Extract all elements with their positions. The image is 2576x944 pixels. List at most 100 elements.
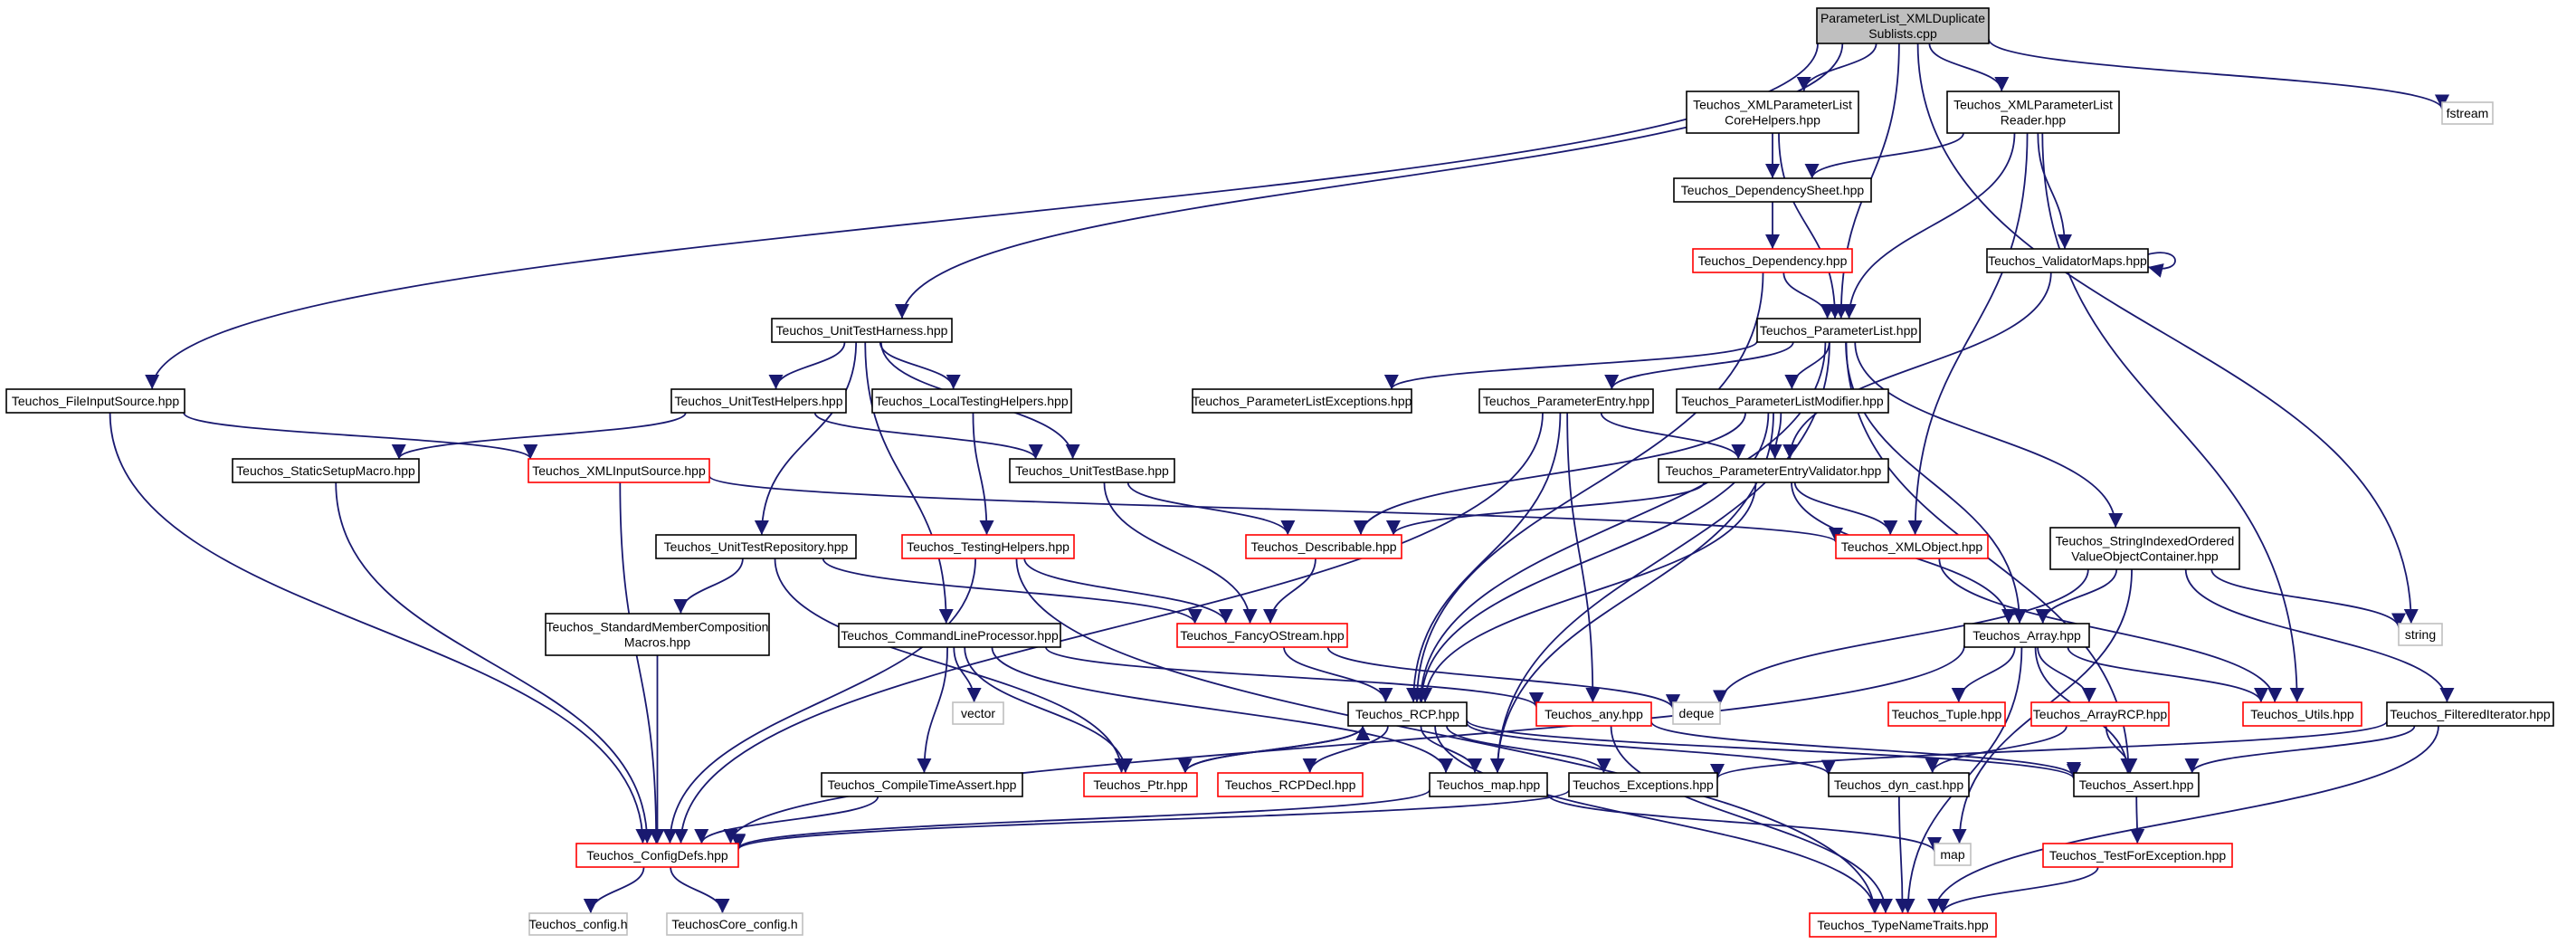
node-dependency[interactable]: Teuchos_Dependency.hpp — [1692, 248, 1853, 273]
node-label: Teuchos_ParameterList.hpp — [1760, 323, 1918, 338]
node-compile-time-assert[interactable]: Teuchos_CompileTimeAssert.hpp — [821, 772, 1023, 797]
node-box — [528, 458, 710, 483]
dependency-edge-dependency-to-parameter_list — [1782, 272, 1835, 319]
dependency-edge-describable-to-fancy_ostream — [1262, 558, 1317, 625]
dependency-edge-array_rcp-to-dyn_cast — [1925, 725, 2067, 774]
node-unit-test-harness[interactable]: Teuchos_UnitTestHarness.hpp — [771, 318, 953, 343]
node-box — [1835, 534, 1989, 559]
dependency-edge-array-to-tuple — [1951, 646, 2016, 703]
node-label: Teuchos_CommandLineProcessor.hpp — [841, 628, 1059, 643]
node-vector: vector — [952, 701, 1004, 725]
node-xml-object[interactable]: Teuchos_XMLObject.hpp — [1835, 534, 1989, 559]
node-array[interactable]: Teuchos_Array.hpp — [1963, 623, 2090, 648]
dependency-edge-parameter_list_modifier-to-rcp — [1414, 412, 1770, 703]
dependency-edge-unit_test_base-to-fancy_ostream — [1103, 482, 1258, 625]
dependency-edge-filtered_iterator-to-type_name_traits — [1926, 725, 2439, 914]
node-box — [545, 613, 770, 656]
node-box — [666, 912, 803, 936]
node-fancy-ostream[interactable]: Teuchos_FancyOStream.hpp — [1176, 623, 1348, 648]
dependency-edge-xml_reader-to-xml_object — [1907, 132, 2029, 536]
node-parameter-entry[interactable]: Teuchos_ParameterEntry.hpp — [1478, 388, 1654, 414]
node-label: deque — [1679, 706, 1715, 720]
node-validator-maps[interactable]: Teuchos_ValidatorMaps.hpp — [1986, 248, 2149, 273]
dependency-edge-unit_test_harness-to-command_line_processor — [864, 341, 954, 625]
node-label: Teuchos_UnitTestRepository.hpp — [664, 539, 849, 554]
node-box — [528, 912, 628, 936]
node-box — [1672, 701, 1721, 725]
node-any[interactable]: Teuchos_any.hpp — [1535, 701, 1652, 727]
node-unit-test-base[interactable]: Teuchos_UnitTestBase.hpp — [1009, 458, 1175, 483]
dependency-edge-file_input_source-to-xml_input_source — [183, 412, 538, 460]
node-exceptions[interactable]: Teuchos_Exceptions.hpp — [1568, 772, 1718, 797]
node-file-input-source[interactable]: Teuchos_FileInputSource.hpp — [5, 388, 185, 414]
node-label: Teuchos_FileInputSource.hpp — [12, 394, 179, 408]
node-box — [1245, 534, 1402, 559]
node-testing-helpers[interactable]: Teuchos_TestingHelpers.hpp — [901, 534, 1075, 559]
dependency-edge-unit_test_harness-to-unit_test_repository — [754, 341, 858, 536]
node-command-line-processor[interactable]: Teuchos_CommandLineProcessor.hpp — [838, 623, 1061, 648]
node-parameter-list[interactable]: Teuchos_ParameterList.hpp — [1756, 318, 1921, 343]
node-label: Teuchos_ArrayRCP.hpp — [2033, 707, 2168, 721]
node-box — [5, 388, 185, 414]
node-unit-test-repository[interactable]: Teuchos_UnitTestRepository.hpp — [655, 534, 857, 559]
node-config-defs[interactable]: Teuchos_ConfigDefs.hpp — [575, 843, 739, 868]
node-box — [1963, 623, 2090, 648]
node-string-indexed[interactable]: Teuchos_StringIndexedOrderedValueObjectC… — [2049, 527, 2240, 570]
node-static-setup-macro[interactable]: Teuchos_StaticSetupMacro.hpp — [232, 458, 420, 483]
node-dependency-sheet[interactable]: Teuchos_DependencySheet.hpp — [1673, 177, 1872, 203]
node-box — [1934, 843, 1972, 866]
node-label: Teuchos_UnitTestBase.hpp — [1015, 463, 1169, 478]
node-box — [1009, 458, 1175, 483]
node-label: Teuchos_DependencySheet.hpp — [1681, 183, 1865, 197]
dependency-edge-parameter_list_modifier-to-parameter_entry_validator — [1767, 412, 1782, 460]
node-label: Teuchos_StringIndexedOrdered — [2056, 534, 2235, 548]
node-label: Teuchos_XMLParameterList — [1953, 98, 2113, 112]
dependency-edge-command_line_processor-to-any — [1044, 646, 1544, 708]
node-box — [838, 623, 1061, 648]
node-test-for-exception[interactable]: Teuchos_TestForException.hpp — [2042, 843, 2233, 868]
node-label: Teuchos_TestForException.hpp — [2049, 848, 2227, 863]
node-label: Teuchos_ParameterEntryValidator.hpp — [1666, 463, 1882, 478]
node-xml-input-source[interactable]: Teuchos_XMLInputSource.hpp — [528, 458, 710, 483]
node-label: Teuchos_Array.hpp — [1972, 628, 2081, 643]
node-rcp[interactable]: Teuchos_RCP.hpp — [1347, 701, 1468, 727]
node-label: ParameterList_XMLDuplicate — [1820, 11, 1985, 25]
dependency-edge-xml_reader-to-validator_maps — [2037, 132, 2073, 250]
dependency-edge-xml_reader-to-utils — [2041, 132, 2305, 703]
dependency-edge-unit_test_base-to-describable — [1126, 482, 1296, 536]
node-label: Teuchos_StandardMemberComposition — [547, 620, 769, 634]
node-string: string — [2398, 623, 2443, 646]
node-local-testing-helpers[interactable]: Teuchos_LocalTestingHelpers.hpp — [871, 388, 1072, 414]
node-label: Sublists.cpp — [1868, 26, 1937, 41]
node-label: Teuchos_ParameterEntry.hpp — [1483, 394, 1649, 408]
node-rcp-decl[interactable]: Teuchos_RCPDecl.hpp — [1217, 772, 1364, 797]
node-ptr[interactable]: Teuchos_Ptr.hpp — [1083, 772, 1198, 797]
node-parameter-list-exceptions[interactable]: Teuchos_ParameterListExceptions.hpp — [1192, 388, 1412, 414]
dependency-edge-any-to-assert — [1650, 720, 2081, 777]
node-map-hpp[interactable]: Teuchos_map.hpp — [1429, 772, 1548, 797]
node-parameter-list-modifier[interactable]: Teuchos_ParameterListModifier.hpp — [1676, 388, 1889, 414]
node-type-name-traits[interactable]: Teuchos_TypeNameTraits.hpp — [1809, 912, 1997, 938]
node-parameter-entry-validator[interactable]: Teuchos_ParameterEntryValidator.hpp — [1658, 458, 1889, 483]
node-std-member-macros[interactable]: Teuchos_StandardMemberCompositionMacros.… — [545, 613, 770, 656]
node-describable[interactable]: Teuchos_Describable.hpp — [1245, 534, 1402, 559]
node-tuple[interactable]: Teuchos_Tuple.hpp — [1887, 701, 2006, 727]
node-utils[interactable]: Teuchos_Utils.hpp — [2242, 701, 2362, 727]
node-label: Teuchos_RCPDecl.hpp — [1225, 777, 1356, 792]
node-array-rcp[interactable]: Teuchos_ArrayRCP.hpp — [2030, 701, 2170, 727]
node-label: CoreHelpers.hpp — [1725, 113, 1820, 128]
dependency-edge-xml_input_source-to-xml_object — [708, 475, 1843, 543]
node-dyn-cast[interactable]: Teuchos_dyn_cast.hpp — [1828, 772, 1970, 797]
node-assert[interactable]: Teuchos_Assert.hpp — [2073, 772, 2200, 797]
node-filtered-iterator[interactable]: Teuchos_FilteredIterator.hpp — [2386, 701, 2554, 727]
node-label: map — [1940, 847, 1964, 862]
node-box — [771, 318, 953, 343]
node-unit-test-helpers[interactable]: Teuchos_UnitTestHelpers.hpp — [670, 388, 847, 414]
dependency-edge-unit_test_helpers-to-unit_test_base — [813, 412, 1043, 460]
dependency-edge-parameter_entry_validator-to-describable — [1386, 482, 1705, 536]
dependency-edge-xml_input_source-to-config_defs — [619, 482, 664, 844]
